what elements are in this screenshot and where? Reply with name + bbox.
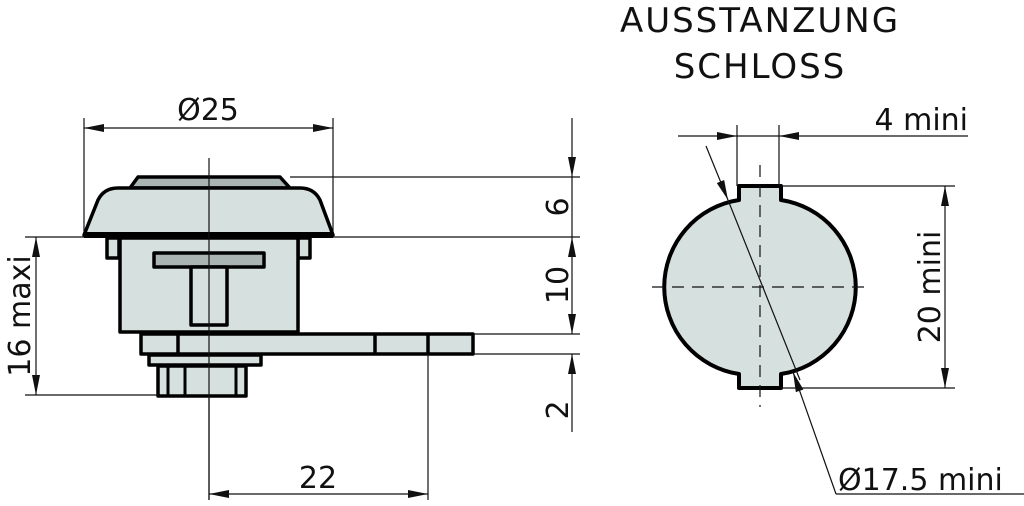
cutout-view bbox=[652, 165, 868, 407]
dim-6-label: 6 bbox=[541, 197, 576, 216]
lock-side-view bbox=[82, 158, 475, 500]
dim-cutout-diameter: Ø17.5 mini bbox=[705, 145, 1024, 498]
dim-cutout-height-label: 20 mini bbox=[913, 231, 948, 344]
dim-2-label: 2 bbox=[541, 400, 576, 419]
dim-diameter-25-label: Ø25 bbox=[177, 93, 239, 128]
nut-washer bbox=[147, 353, 263, 367]
lip-left bbox=[105, 236, 121, 260]
dim-cutout-height: 20 mini bbox=[781, 185, 955, 389]
dim-slot-width: 4 mini bbox=[678, 103, 968, 186]
dim-length-22-label: 22 bbox=[299, 461, 337, 496]
dim-height-16-label: 16 maxi bbox=[3, 255, 38, 376]
cam-plate bbox=[139, 332, 475, 356]
title-block: AUSSTANZUNG SCHLOSS bbox=[620, 1, 900, 87]
nut bbox=[156, 364, 248, 398]
dim-diameter-25: Ø25 bbox=[83, 93, 334, 232]
dim-height-16: 16 maxi bbox=[3, 236, 158, 396]
dim-cutout-diameter-label: Ø17.5 mini bbox=[838, 463, 1003, 498]
lip-right bbox=[296, 236, 312, 260]
dim-slot-width-label: 4 mini bbox=[874, 103, 968, 138]
title-line-2: SCHLOSS bbox=[674, 47, 847, 87]
dim-10-label: 10 bbox=[541, 266, 576, 304]
dim-length-22: 22 bbox=[208, 354, 429, 500]
dim-stack: 6 10 2 bbox=[290, 118, 580, 432]
title-line-1: AUSSTANZUNG bbox=[620, 1, 900, 41]
